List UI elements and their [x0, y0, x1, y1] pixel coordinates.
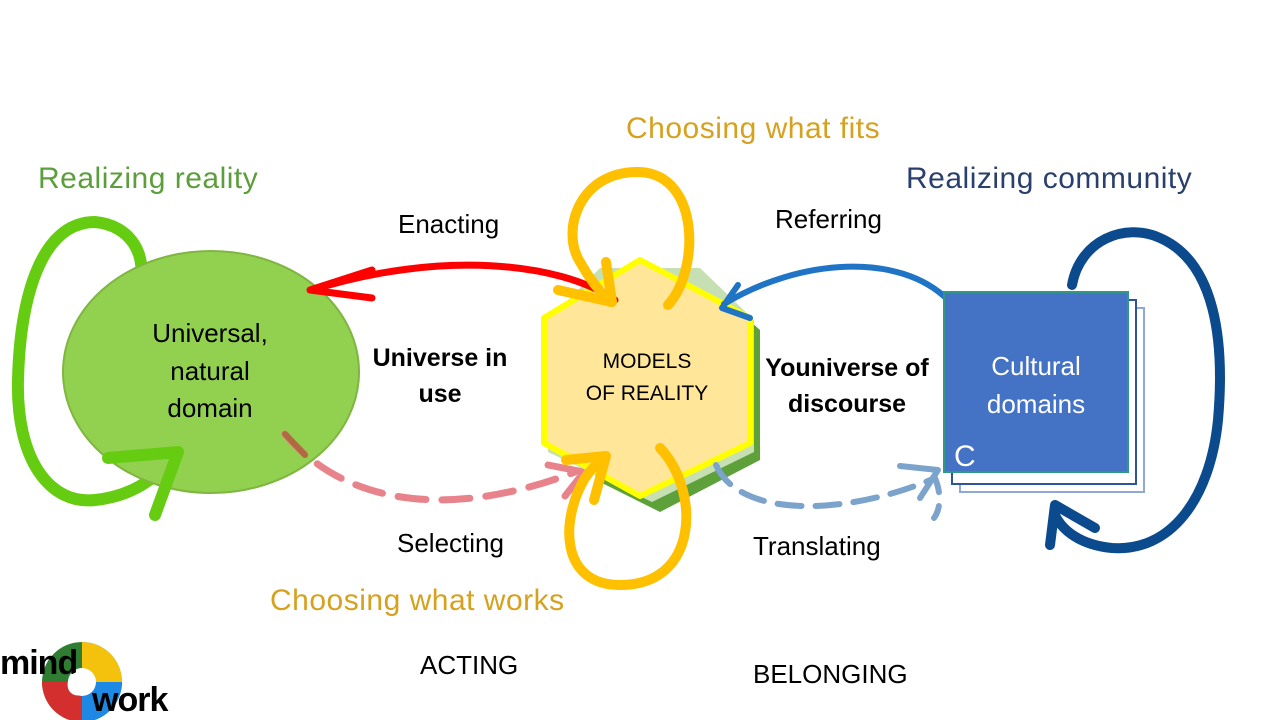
referring-label: Referring [775, 204, 882, 234]
choosing-what-fits-heading: Choosing what fits [626, 112, 881, 145]
choosing-what-works-loop [564, 443, 692, 591]
choosing-what-fits-arrowhead [553, 257, 617, 307]
universal-domain-line2: natural [170, 355, 250, 386]
translating-arrow [713, 462, 943, 521]
choosing-what-fits-loop [567, 166, 695, 310]
cultural-domains-corner-letter: C [954, 440, 976, 473]
universe-in-use-line2: use [418, 380, 462, 409]
cultural-domains-label: Cultural domains [944, 348, 1128, 423]
referring-arrowhead [719, 282, 753, 321]
selecting-arrow [281, 430, 579, 504]
enacting-label: Enacting [398, 209, 500, 239]
belonging-label: BELONGING [753, 659, 908, 689]
translating-arrowhead [897, 463, 941, 501]
youniverse-line1: Youniverse of [765, 354, 929, 382]
models-line1: MODELS [602, 350, 692, 373]
universal-domain-label: Universal, natural domain [110, 315, 310, 428]
realizing-reality-heading: Realizing reality [38, 162, 259, 195]
universal-domain-line1: Universal, [152, 318, 268, 348]
universe-in-use-line1: Universe in [372, 344, 508, 372]
choosing-what-works-arrowhead [561, 451, 611, 505]
enacting-arrowhead [306, 266, 376, 302]
youniverse-line2: discourse [787, 390, 907, 419]
selecting-tail [282, 431, 308, 458]
cultural-domains-box [943, 291, 1129, 473]
logo-at-sign: @ [66, 666, 94, 697]
universe-in-use-label: Universe in use [355, 340, 525, 413]
universal-domain-line3: domain [167, 393, 253, 424]
acting-label: ACTING [420, 650, 519, 680]
logo-text-work: work [92, 681, 168, 719]
realizing-community-loop [1050, 227, 1225, 554]
models-line2: OF REALITY [585, 381, 709, 405]
logo-text-mind: mind [0, 644, 78, 682]
referring-arrow [721, 263, 951, 307]
models-of-reality-label: MODELS OF REALITY [567, 346, 727, 409]
realizing-community-heading: Realizing community [906, 162, 1193, 195]
selecting-label: Selecting [397, 528, 504, 558]
realizing-community-arrowhead [1045, 500, 1100, 550]
choosing-what-works-heading: Choosing what works [270, 584, 565, 617]
realizing-reality-loop [11, 215, 176, 507]
cultural-domains-line1: Cultural [991, 351, 1081, 381]
mind-at-work-logo [42, 642, 122, 720]
cultural-domains-line2: domains [986, 388, 1086, 419]
translating-label: Translating [753, 531, 881, 561]
youniverse-of-discourse-label: Youniverse of discourse [752, 350, 942, 423]
realizing-reality-arrowhead [102, 446, 184, 521]
